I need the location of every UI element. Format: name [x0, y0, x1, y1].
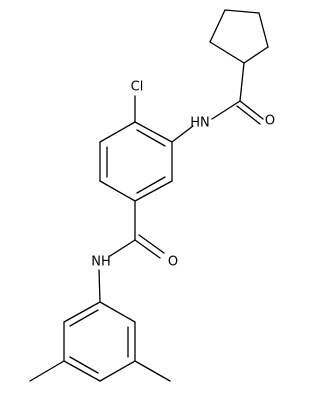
bond: [209, 9, 226, 43]
bond: [98, 269, 101, 303]
atom-label-nh-bottom: NH: [91, 255, 111, 270]
benzene-ring-dimethylphenyl: [63, 301, 136, 382]
bond: [211, 100, 241, 120]
bond: [134, 180, 173, 202]
bond: [134, 239, 161, 259]
bond: [109, 239, 136, 257]
bond: [134, 360, 171, 382]
bond: [99, 301, 136, 323]
bond: [224, 9, 260, 14]
atom-label-cl: Cl: [131, 80, 144, 95]
bond: [136, 176, 166, 194]
atom-labels: Cl HN O NH O: [91, 80, 275, 270]
bottom-amide-group: [98, 200, 165, 303]
chemical-structure: Cl HN O NH O: [29, 9, 275, 382]
atom-label-o-top: O: [265, 114, 275, 129]
cyclopentane-ring: [209, 9, 269, 64]
top-amide-group: [171, 62, 264, 143]
benzene-ring-central: [99, 121, 173, 202]
bond: [99, 121, 136, 143]
bond: [236, 105, 261, 125]
atom-label-nh-top: HN: [190, 116, 210, 131]
bond: [239, 100, 264, 120]
bond: [63, 301, 101, 323]
bond: [69, 309, 99, 327]
bond: [29, 360, 65, 382]
bond: [171, 125, 194, 143]
bond: [69, 356, 99, 374]
bond: [258, 12, 269, 48]
bond: [99, 360, 136, 382]
bond: [136, 129, 166, 147]
atom-label-o-bottom: O: [168, 255, 178, 270]
bond: [134, 121, 173, 143]
bond: [138, 234, 165, 254]
methyl-groups: [29, 360, 171, 382]
bond: [99, 180, 136, 202]
bond: [239, 62, 245, 102]
bond: [63, 360, 101, 382]
bond: [209, 41, 245, 64]
bond: [243, 46, 269, 64]
